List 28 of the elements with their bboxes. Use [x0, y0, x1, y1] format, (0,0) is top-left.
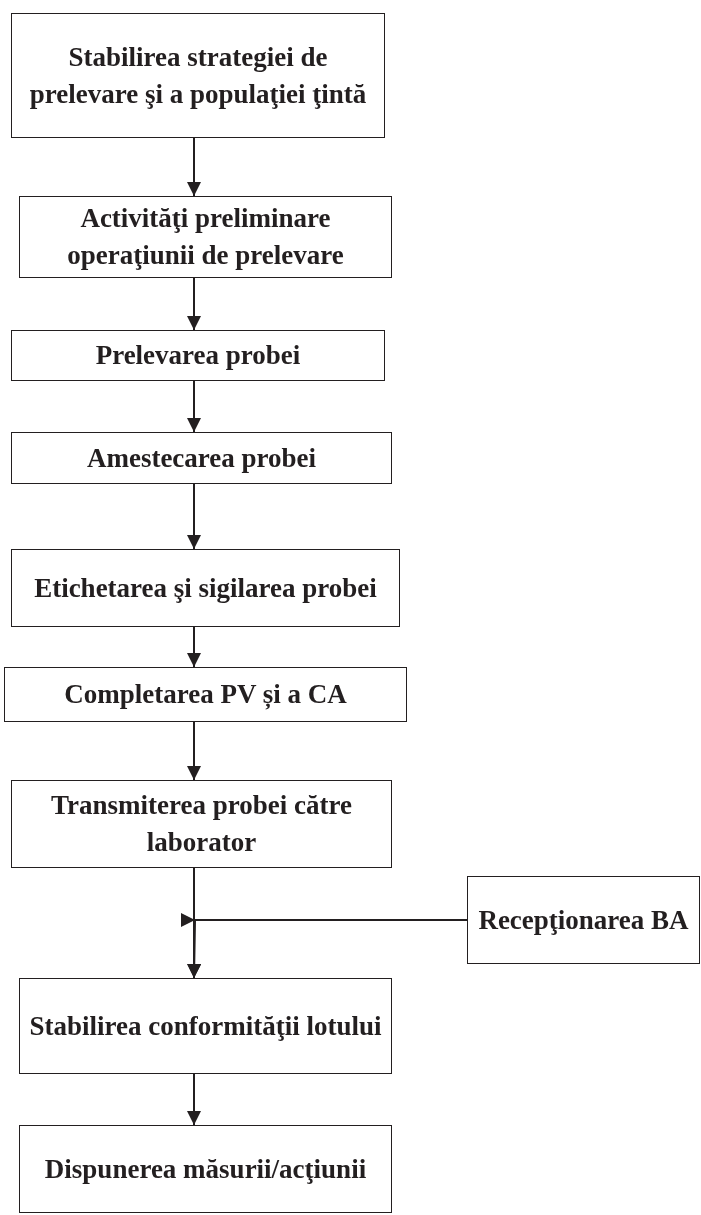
arrow — [187, 721, 201, 781]
arrow — [187, 483, 201, 550]
arrow — [187, 626, 201, 668]
arrow — [187, 137, 201, 197]
step-label: Stabilirea conformităţii lotului — [29, 1009, 382, 1043]
arrow — [187, 380, 201, 433]
process-box — [11, 13, 385, 138]
process-box — [19, 978, 392, 1074]
arrow — [187, 277, 201, 331]
step-label: Completarea PV și a CA — [64, 678, 347, 712]
step-label: Etichetarea şi sigilarea probei — [34, 571, 377, 605]
step-label: Recepţionarea BA — [478, 903, 689, 937]
step-label: Prelevarea probei — [95, 339, 301, 372]
arrow — [187, 1073, 201, 1126]
step-label: Amestecarea probei — [86, 441, 317, 475]
arrow — [181, 913, 468, 979]
process-box — [11, 330, 385, 381]
process-box — [11, 549, 400, 627]
process-box — [4, 667, 407, 722]
process-box — [19, 196, 392, 278]
step-label: Stabilirea strategiei de prelevare şi a populaţiei ţintă — [28, 40, 368, 111]
step-label: Activităţi preliminare operaţiunii de prelevare — [66, 202, 345, 272]
step-label: Transmiterea probei către laborator — [50, 789, 353, 859]
process-box — [19, 1125, 392, 1213]
process-box — [11, 432, 392, 484]
process-box — [467, 876, 700, 964]
process-box — [11, 780, 392, 868]
step-label: Dispunerea măsurii/acţiunii — [44, 1152, 367, 1186]
